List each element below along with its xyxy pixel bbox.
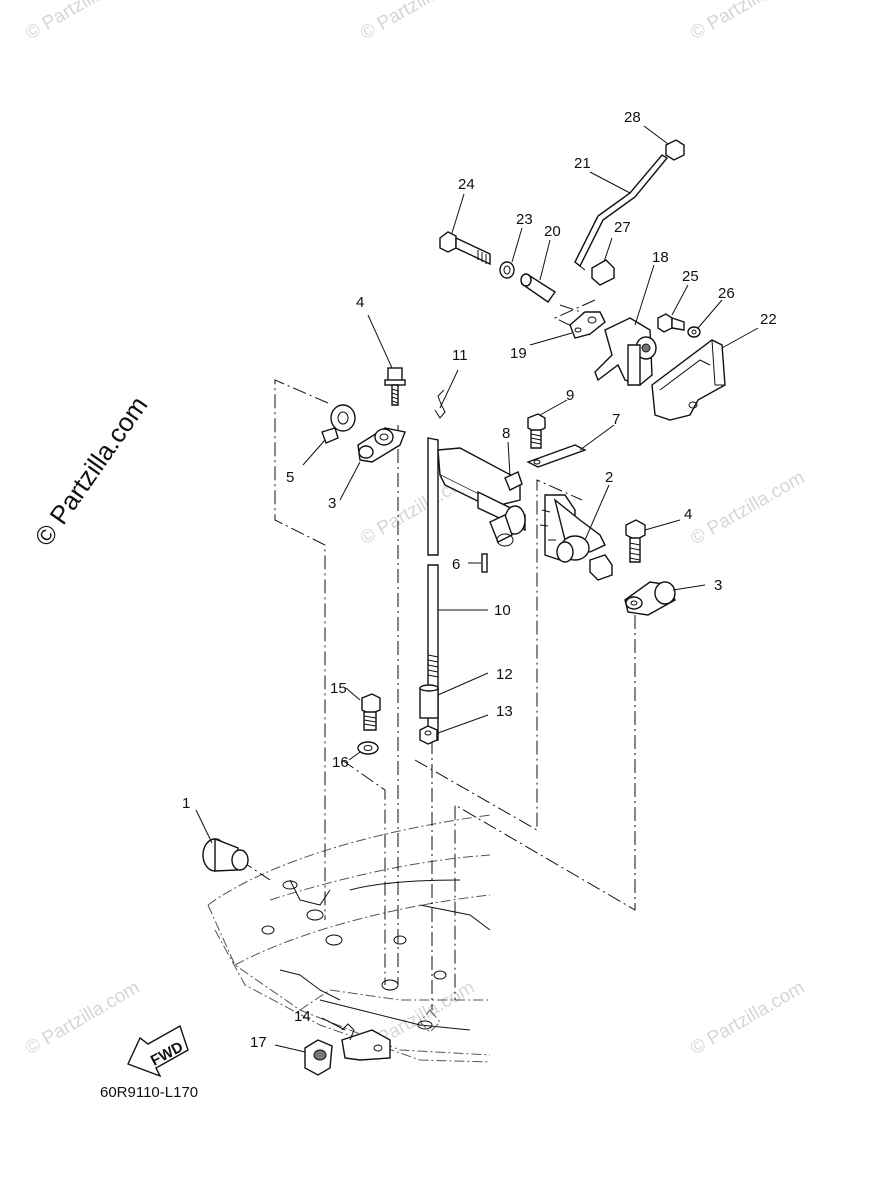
callout-21: 21 [574, 155, 591, 172]
callout-5: 5 [286, 469, 294, 486]
callout-4: 4 [356, 294, 364, 311]
part-17-clamp [304, 1039, 333, 1076]
callout-8: 8 [502, 425, 510, 442]
part-13-nut [419, 725, 438, 745]
callout-15: 15 [330, 680, 347, 697]
part-18-lever [594, 317, 657, 386]
part-21-rod [574, 154, 669, 271]
callout-4: 4 [684, 506, 692, 523]
watermark-main: © Partzilla.com [28, 391, 153, 552]
part-14-bracket [341, 1023, 391, 1061]
callout-16: 16 [332, 754, 349, 771]
callout-25: 25 [682, 268, 699, 285]
part-19-link [569, 311, 606, 339]
part-2-shift-lever-assembly [437, 447, 613, 581]
part-24-bolt [439, 231, 491, 266]
part-8-bracket [504, 471, 523, 491]
callout-17: 17 [250, 1034, 267, 1051]
callout-18: 18 [652, 249, 669, 266]
part-20-collar [520, 273, 556, 303]
part-25-bolt [657, 313, 685, 333]
part-6-pin [481, 553, 488, 573]
diagram-code: 60R9110-L170 [100, 1084, 198, 1101]
callout-1: 1 [182, 795, 190, 812]
callout-leaders [195, 125, 759, 1053]
part-4-bolt-left [384, 367, 406, 406]
part-7-plate [526, 444, 587, 468]
callout-12: 12 [496, 666, 513, 683]
watermark: © Partzilla.com [357, 0, 478, 44]
watermarks: © Partzilla.com © Partzilla.com © Partzi… [22, 0, 808, 1059]
part-16-washer [357, 741, 379, 755]
watermark: © Partzilla.com [687, 0, 808, 44]
callout-26: 26 [718, 285, 735, 302]
part-15-bolt [361, 693, 381, 731]
part-9-bolt [527, 413, 546, 449]
callouts: 1 2 3 3 4 4 5 6 7 8 9 10 11 12 13 14 15 … [182, 109, 777, 1051]
watermark: © Partzilla.com [687, 977, 808, 1059]
part-23-washer [499, 261, 515, 279]
part-3-holder-right [624, 581, 676, 616]
part-22-bracket [651, 339, 726, 421]
callout-3: 3 [328, 495, 336, 512]
watermark: © Partzilla.com [22, 0, 143, 44]
part-5-clamp [321, 404, 356, 444]
callout-23: 23 [516, 211, 533, 228]
part-12-collar [419, 684, 439, 719]
part-26-washer [687, 326, 701, 338]
callout-6: 6 [452, 556, 460, 573]
part-1-grommet [202, 837, 249, 872]
callout-19: 19 [510, 345, 527, 362]
part-3-holder-left [357, 427, 406, 463]
part-4-bolt-right [625, 519, 646, 563]
callout-24: 24 [458, 176, 475, 193]
watermark: © Partzilla.com [22, 977, 143, 1059]
part-11-clip [434, 389, 446, 419]
fwd-arrow: FWD [127, 1024, 189, 1078]
callout-13: 13 [496, 703, 513, 720]
callout-10: 10 [494, 602, 511, 619]
callout-9: 9 [566, 387, 574, 404]
cowling-outline [207, 814, 491, 1063]
assembly-leaders [239, 299, 636, 1010]
callout-28: 28 [624, 109, 641, 126]
callout-2: 2 [605, 469, 613, 486]
watermark: © Partzilla.com [687, 467, 808, 549]
callout-27: 27 [614, 219, 631, 236]
callout-7: 7 [612, 411, 620, 428]
part-27-joint [591, 259, 615, 286]
part-28-cap [665, 139, 685, 161]
callout-22: 22 [760, 311, 777, 328]
callout-14: 14 [294, 1008, 311, 1025]
callout-11: 11 [452, 347, 468, 364]
callout-20: 20 [544, 223, 561, 240]
callout-3: 3 [714, 577, 722, 594]
